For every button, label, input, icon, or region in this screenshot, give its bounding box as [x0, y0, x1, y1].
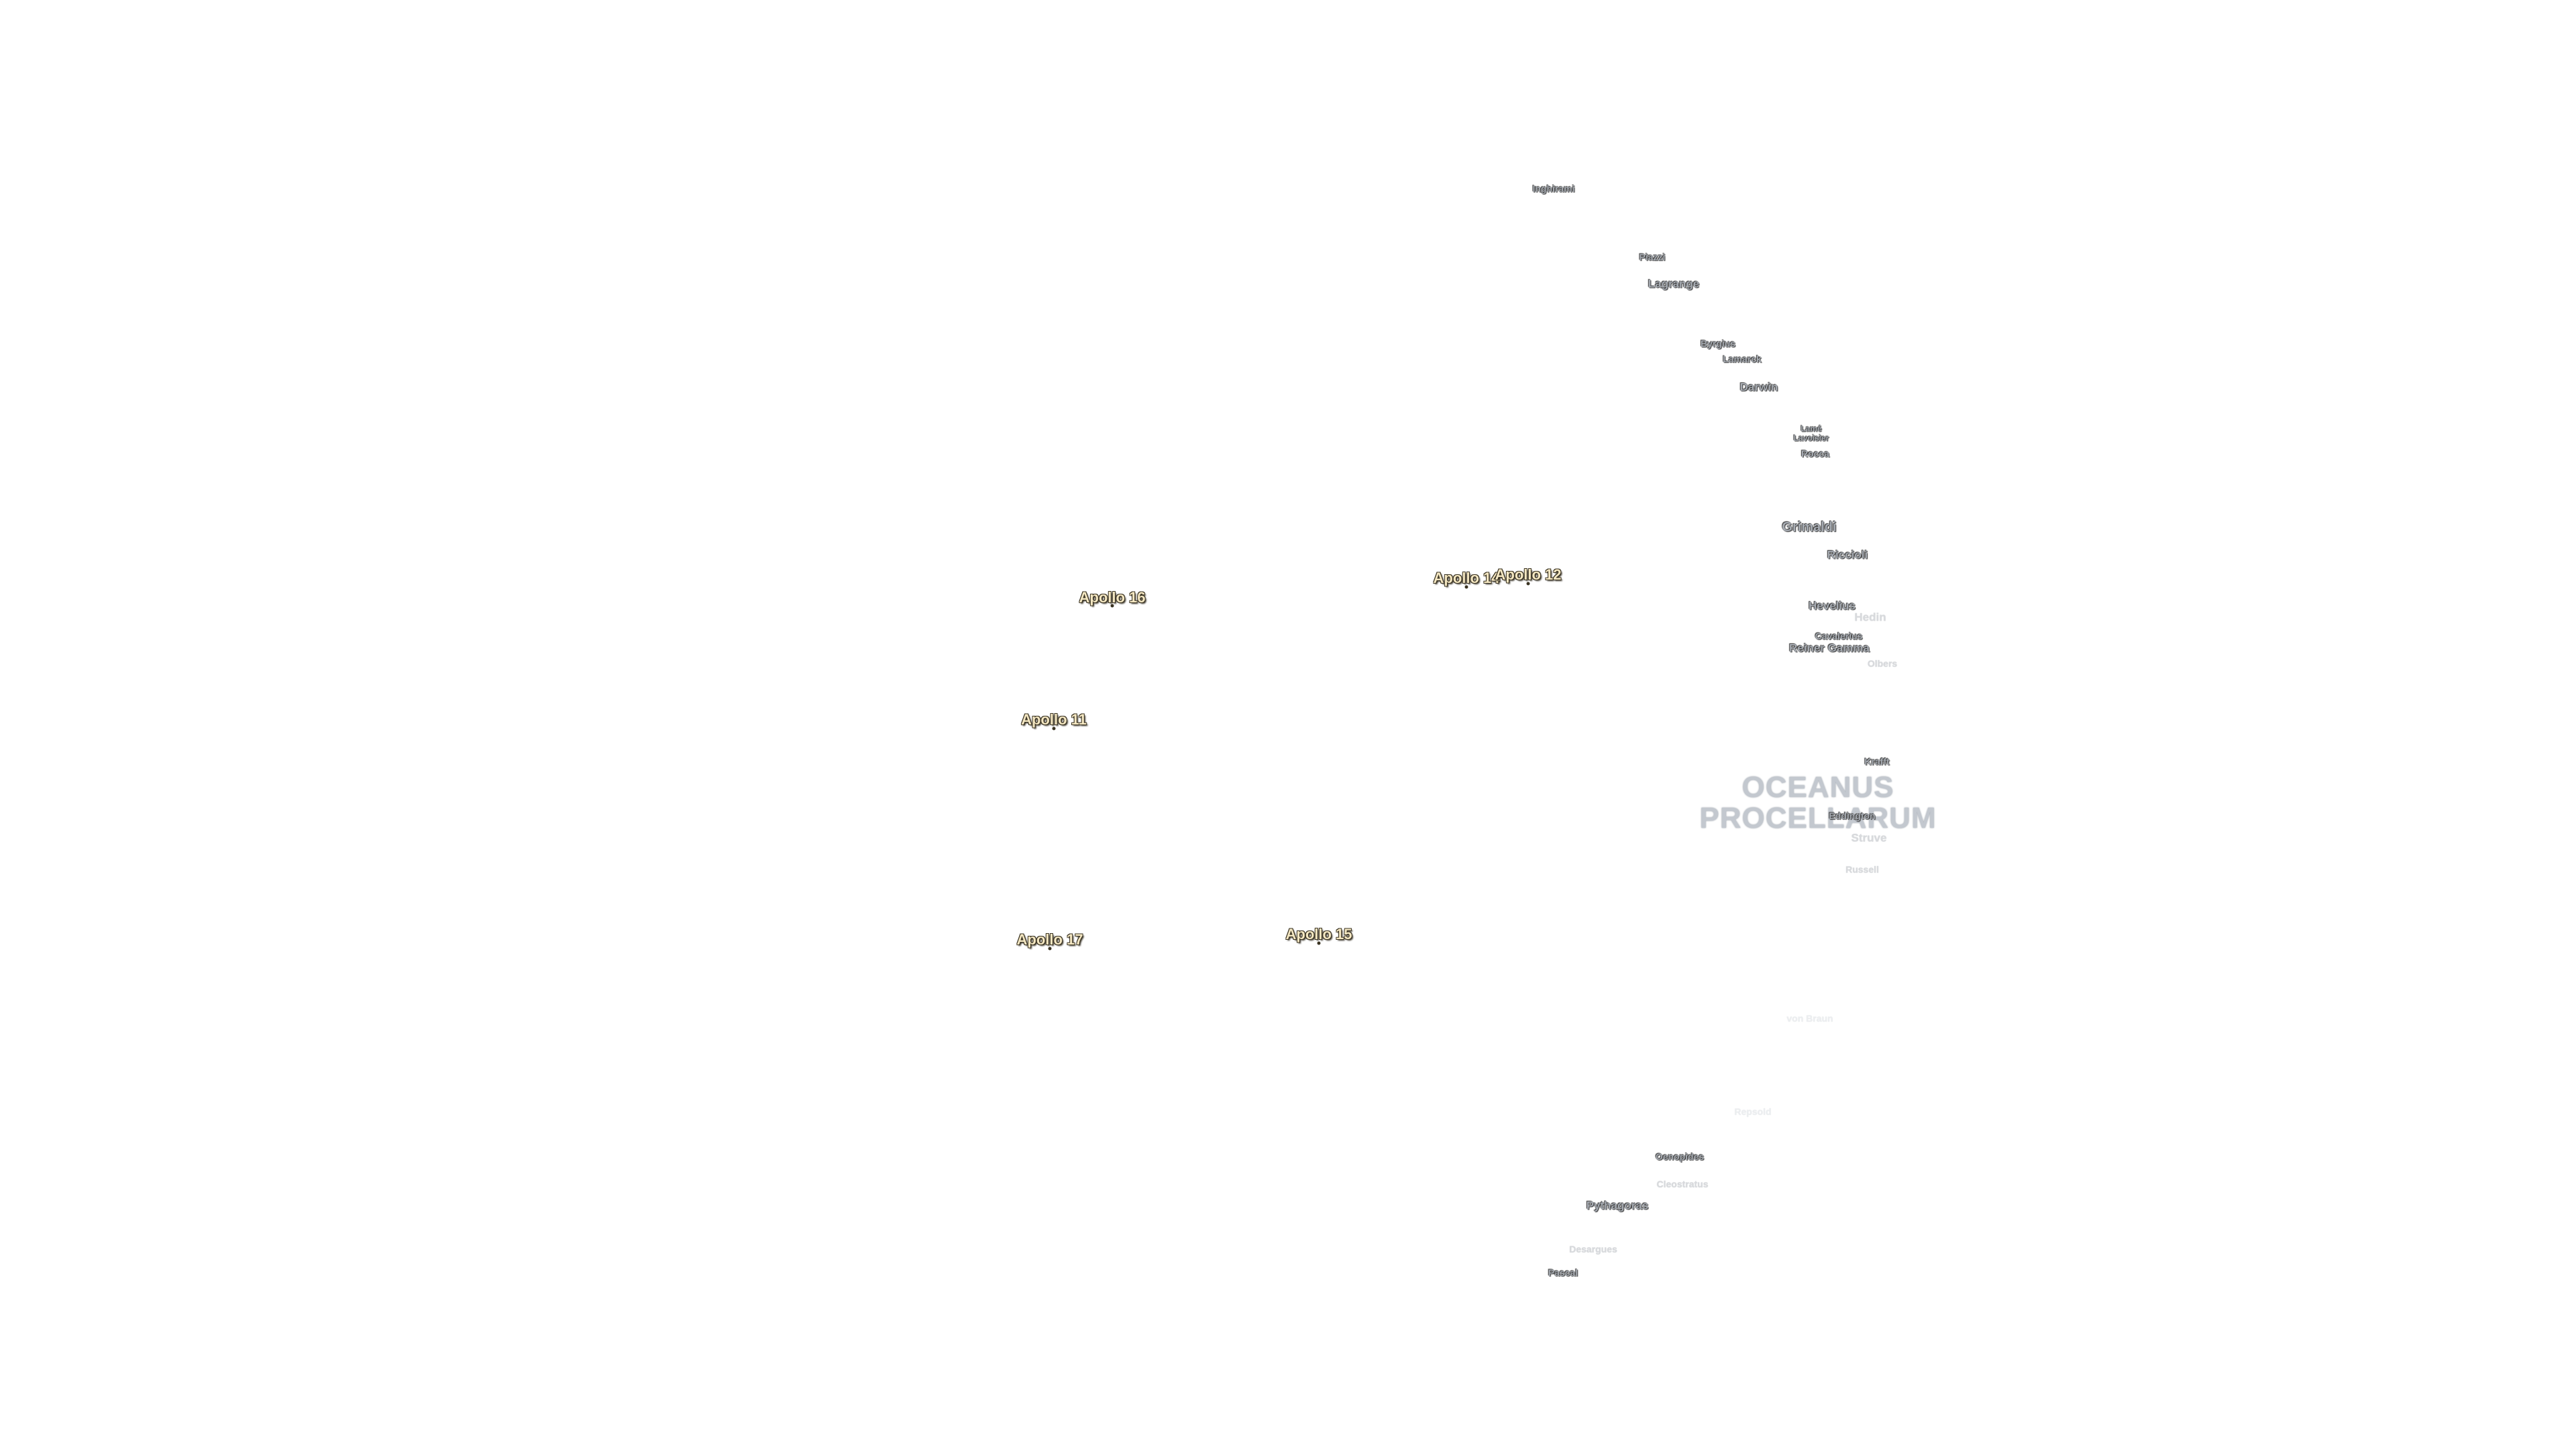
crater-label-piazzi[interactable]: Piazzi	[1639, 252, 1666, 262]
crater-label-rocca[interactable]: Rocca	[1801, 448, 1830, 459]
crater-label-cleostratus[interactable]: Cleostratus	[1656, 1179, 1709, 1189]
mare-label-line-1: OCEANUS	[1741, 771, 1894, 804]
apollo-15-marker[interactable]	[1317, 941, 1321, 945]
crater-label-pythagoras[interactable]: Pythagoras	[1586, 1199, 1649, 1212]
apollo-14-marker[interactable]	[1464, 585, 1468, 589]
crater-label-oenopides[interactable]: Oenopides	[1655, 1151, 1705, 1162]
crater-label-krafft[interactable]: Krafft	[1864, 756, 1890, 767]
crater-label-hedin[interactable]: Hedin	[1854, 610, 1886, 624]
crater-label-reiner-gamma[interactable]: Reiner Gamma	[1789, 641, 1870, 655]
crater-label-hevelius[interactable]: Hevelius	[1809, 599, 1856, 612]
crater-label-olbers[interactable]: Olbers	[1867, 658, 1898, 669]
mare-label-line-2: PROCELLARUM	[1699, 802, 1937, 835]
crater-label-struve[interactable]: Struve	[1851, 831, 1887, 845]
apollo-11-label[interactable]: Apollo 11	[1021, 711, 1087, 728]
apollo-12-marker[interactable]	[1526, 582, 1530, 586]
apollo-16-marker[interactable]	[1110, 604, 1114, 608]
crater-label-byrgius[interactable]: Byrgius	[1700, 338, 1736, 349]
crater-label-lame[interactable]: Lamé	[1801, 424, 1822, 433]
crater-label-lagrange[interactable]: Lagrange	[1648, 277, 1700, 290]
mare-label-oceanus-procellarum: OCEANUS PROCELLARUM	[1699, 772, 1936, 834]
apollo-17-label[interactable]: Apollo 17	[1016, 931, 1083, 948]
apollo-17-marker[interactable]	[1048, 947, 1052, 951]
crater-label-repsold[interactable]: Repsold	[1734, 1106, 1772, 1117]
crater-label-grimaldi[interactable]: Grimaldi	[1782, 520, 1837, 535]
crater-label-lamarck[interactable]: Lamarck	[1723, 354, 1762, 364]
crater-label-darwin[interactable]: Darwin	[1739, 380, 1778, 394]
apollo-16-label[interactable]: Apollo 16	[1079, 589, 1146, 606]
crater-label-desargues[interactable]: Desargues	[1569, 1244, 1617, 1254]
crater-label-pascal[interactable]: Pascal	[1548, 1267, 1578, 1278]
apollo-12-label[interactable]: Apollo 12	[1495, 566, 1562, 583]
apollo-14-label[interactable]: Apollo 14	[1433, 570, 1500, 586]
crater-label-riccioli[interactable]: Riccioli	[1827, 548, 1868, 561]
crater-label-cavalerius[interactable]: Cavalerius	[1815, 631, 1863, 641]
crater-label-inghirami[interactable]: Inghirami	[1532, 183, 1575, 194]
crater-label-lavoisier[interactable]: Lavoisier	[1793, 433, 1829, 443]
apollo-11-marker[interactable]	[1052, 727, 1056, 731]
crater-label-russell[interactable]: Russell	[1845, 864, 1879, 875]
apollo-15-label[interactable]: Apollo 15	[1285, 926, 1352, 943]
crater-label-von-braun[interactable]: von Braun	[1786, 1013, 1833, 1024]
crater-label-eddington[interactable]: Eddington	[1829, 810, 1876, 821]
